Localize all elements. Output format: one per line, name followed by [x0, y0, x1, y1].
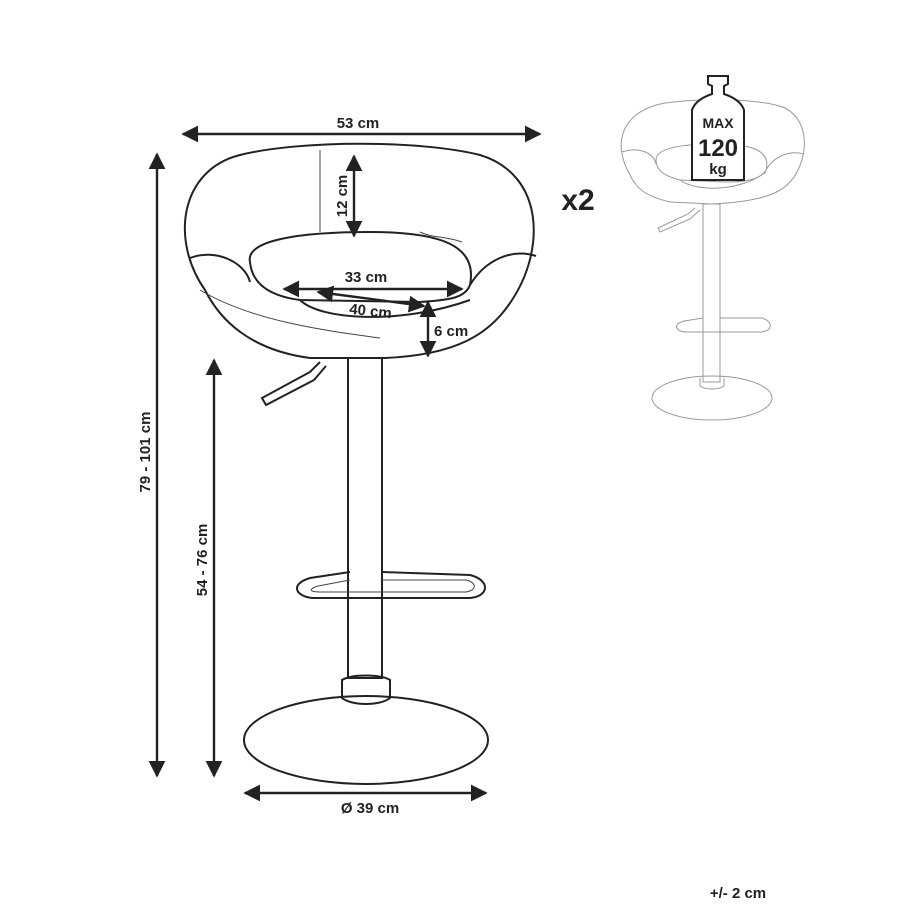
backrest-outline: [183, 142, 535, 359]
quantity-label: x2: [561, 184, 594, 217]
base-diameter-label: Ø 39 cm: [341, 800, 399, 817]
small-stool-drawing: [620, 99, 805, 421]
seat-depth-label: 40 cm: [348, 301, 392, 322]
small-seat-front: [679, 171, 767, 189]
gas-column: [347, 357, 383, 679]
seat-height-label: 54 - 76 cm: [194, 524, 211, 597]
seat-depth-arrow: [316, 285, 426, 313]
small-armrest-right: [765, 152, 805, 171]
width-label: 53 cm: [337, 115, 380, 132]
main-stool-drawing: [183, 142, 537, 785]
seam-line: [199, 289, 381, 339]
footrest-ring: [296, 571, 486, 599]
small-column: [702, 203, 721, 383]
footrest-ring-inner: [310, 579, 475, 593]
base-disc: [243, 695, 489, 785]
max-load-line2: 120: [698, 135, 738, 162]
right-armrest: [469, 252, 537, 286]
small-lever: [657, 207, 701, 233]
left-armrest: [189, 253, 251, 283]
small-footrest: [676, 317, 771, 333]
tolerance-label: +/- 2 cm: [710, 885, 766, 902]
total-height-label: 79 - 101 cm: [137, 412, 154, 493]
seat-thickness-label: 6 cm: [434, 323, 468, 340]
seam-line-3: [419, 231, 463, 243]
base-collar: [341, 674, 391, 705]
small-base-collar: [699, 378, 725, 390]
height-lever: [260, 361, 327, 407]
seat-opening: [248, 230, 473, 304]
small-armrest-left: [621, 149, 657, 165]
seat-width-label: 33 cm: [345, 269, 388, 286]
max-load-line3: kg: [709, 161, 727, 178]
small-base-disc: [651, 375, 773, 421]
max-load-line1: MAX: [702, 115, 734, 131]
backrest-height-label: 12 cm: [334, 175, 351, 218]
seat-front: [299, 299, 471, 318]
bottle-shape: [691, 75, 745, 181]
small-backrest: [620, 99, 805, 205]
max-load-bottle-icon: MAX 120 kg: [691, 75, 745, 181]
